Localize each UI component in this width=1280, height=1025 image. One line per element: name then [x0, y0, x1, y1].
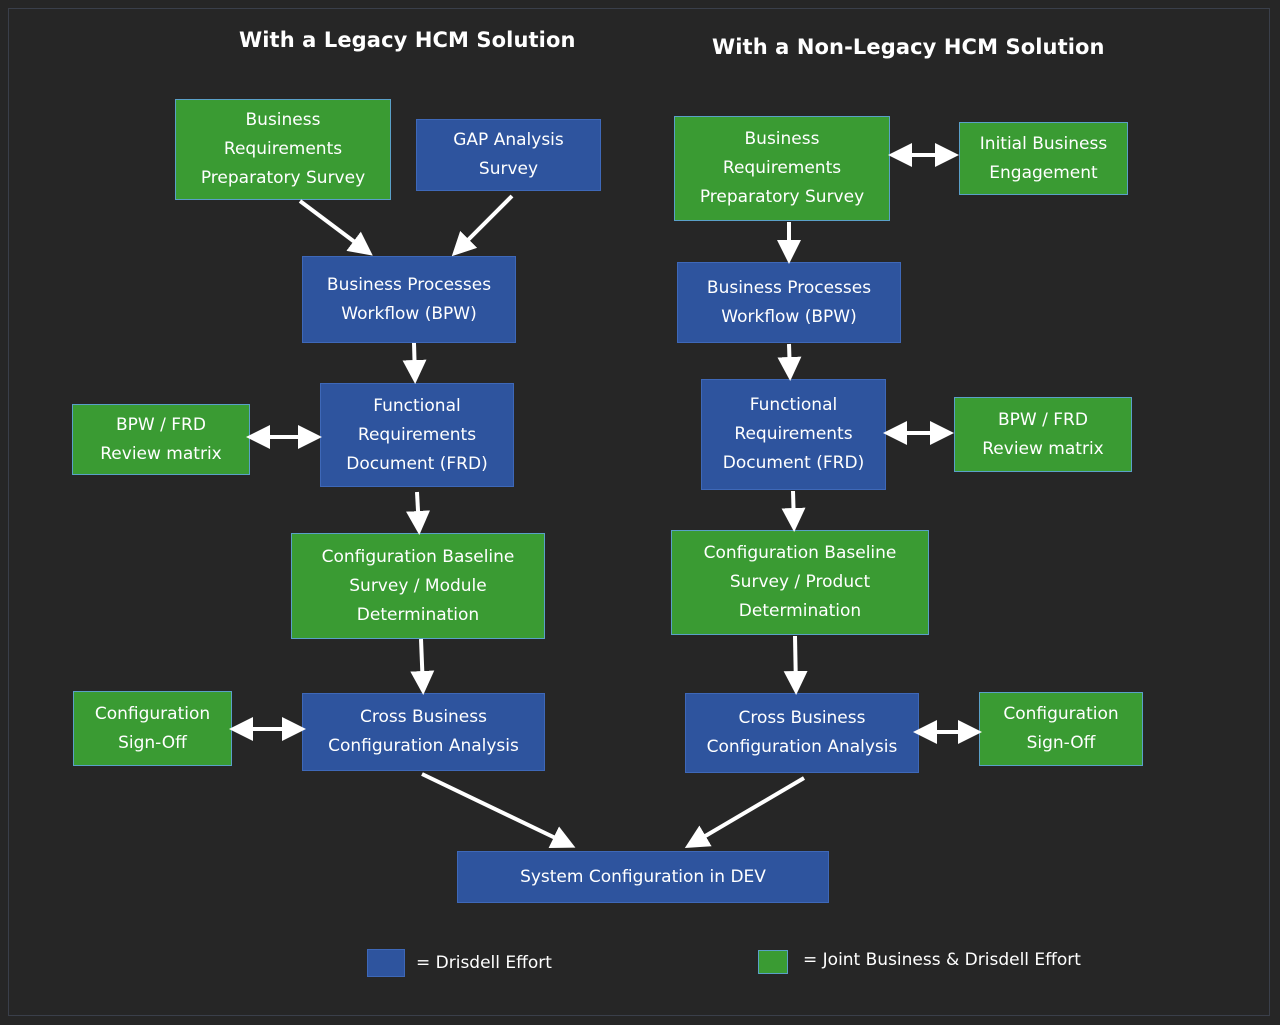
left-cross-business-analysis: Cross Business Configuration Analysis [302, 693, 545, 771]
legend-joint-label: = Joint Business & Drisdell Effort [803, 950, 1081, 970]
left-review-matrix: BPW / FRD Review matrix [72, 404, 250, 475]
left-gap-analysis-survey: GAP Analysis Survey [416, 119, 601, 191]
right-config-baseline: Configuration Baseline Survey / Product … [671, 530, 929, 635]
right-review-matrix: BPW / FRD Review matrix [954, 397, 1132, 472]
left-business-requirements-survey: Business Requirements Preparatory Survey [175, 99, 391, 200]
heading-legacy: With a Legacy HCM Solution [239, 28, 576, 52]
legend-joint-swatch [758, 950, 788, 974]
diagram-frame [8, 8, 1270, 1016]
right-config-signoff: Configuration Sign-Off [979, 692, 1143, 766]
right-cross-business-analysis: Cross Business Configuration Analysis [685, 693, 919, 773]
legend-drisdell-swatch [367, 949, 405, 977]
right-frd: Functional Requirements Document (FRD) [701, 379, 886, 490]
right-business-requirements-survey: Business Requirements Preparatory Survey [674, 116, 890, 221]
right-bpw: Business Processes Workflow (BPW) [677, 262, 901, 343]
legend-drisdell-label: = Drisdell Effort [416, 953, 552, 973]
left-frd: Functional Requirements Document (FRD) [320, 383, 514, 487]
heading-non-legacy: With a Non-Legacy HCM Solution [712, 35, 1105, 59]
system-configuration-dev: System Configuration in DEV [457, 851, 829, 903]
left-bpw: Business Processes Workflow (BPW) [302, 256, 516, 343]
left-config-signoff: Configuration Sign-Off [73, 691, 232, 766]
left-config-baseline: Configuration Baseline Survey / Module D… [291, 533, 545, 639]
right-initial-business-engagement: Initial Business Engagement [959, 122, 1128, 195]
